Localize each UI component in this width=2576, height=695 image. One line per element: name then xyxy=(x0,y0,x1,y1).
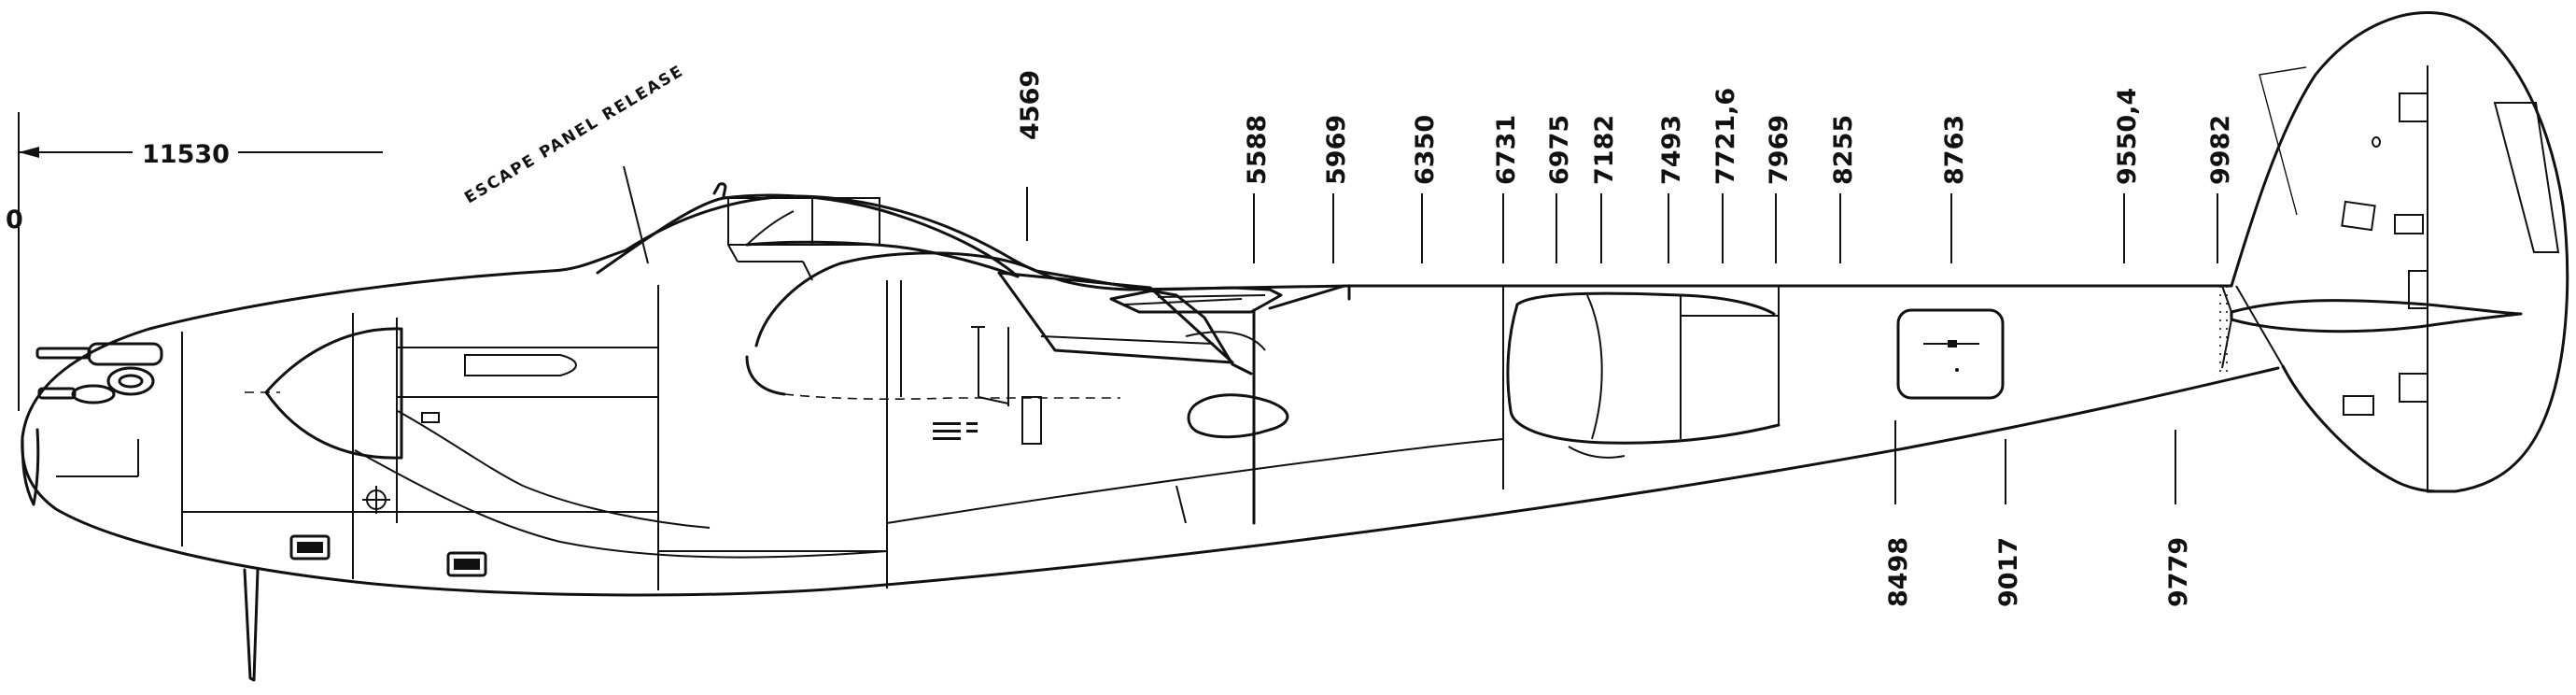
station-label: 7721,6 xyxy=(1711,88,1740,185)
wing-root-fairing xyxy=(745,251,1289,560)
nose-gear xyxy=(243,568,260,682)
station-label: 9550,4 xyxy=(2113,88,2142,185)
station-label: 6975 xyxy=(1545,115,1574,185)
station-label: 6350 xyxy=(1411,115,1440,185)
overall-length-dimension: 11530 0 xyxy=(6,112,383,411)
nose-guns xyxy=(35,342,163,404)
station-leaders xyxy=(1026,187,2218,504)
station-labels-bottom: 8498 9017 9779 xyxy=(1884,537,2193,607)
station-label: 6731 xyxy=(1492,115,1521,185)
station-label: 5588 xyxy=(1243,115,1272,185)
supercharger-fairing xyxy=(1109,284,1346,314)
station-label: 4569 xyxy=(1016,70,1045,140)
escape-panel-label: ESCAPE PANEL RELEASE xyxy=(461,62,687,207)
station-label: 8255 xyxy=(1829,115,1858,185)
station-label: 7493 xyxy=(1657,115,1686,185)
station-label: 9982 xyxy=(2206,115,2235,185)
tail-boom xyxy=(886,284,2228,525)
station-label: 8498 xyxy=(1884,537,1913,607)
station-label: 7182 xyxy=(1590,115,1619,185)
fuselage-outline xyxy=(21,193,2280,597)
origin-label: 0 xyxy=(6,206,23,234)
overall-length-label: 11530 xyxy=(142,140,230,169)
station-labels-top: 4569 5588 5969 6350 6731 6975 7182 7493 … xyxy=(1016,70,2235,185)
station-label: 5969 xyxy=(1322,115,1351,185)
cockpit-canopy xyxy=(712,182,1020,281)
tail-fin-rudder xyxy=(2221,11,2569,493)
station-label: 9017 xyxy=(1994,537,2023,607)
station-label: 9779 xyxy=(2164,537,2193,607)
station-label: 8763 xyxy=(1940,115,1969,185)
station-label: 7969 xyxy=(1765,115,1794,185)
